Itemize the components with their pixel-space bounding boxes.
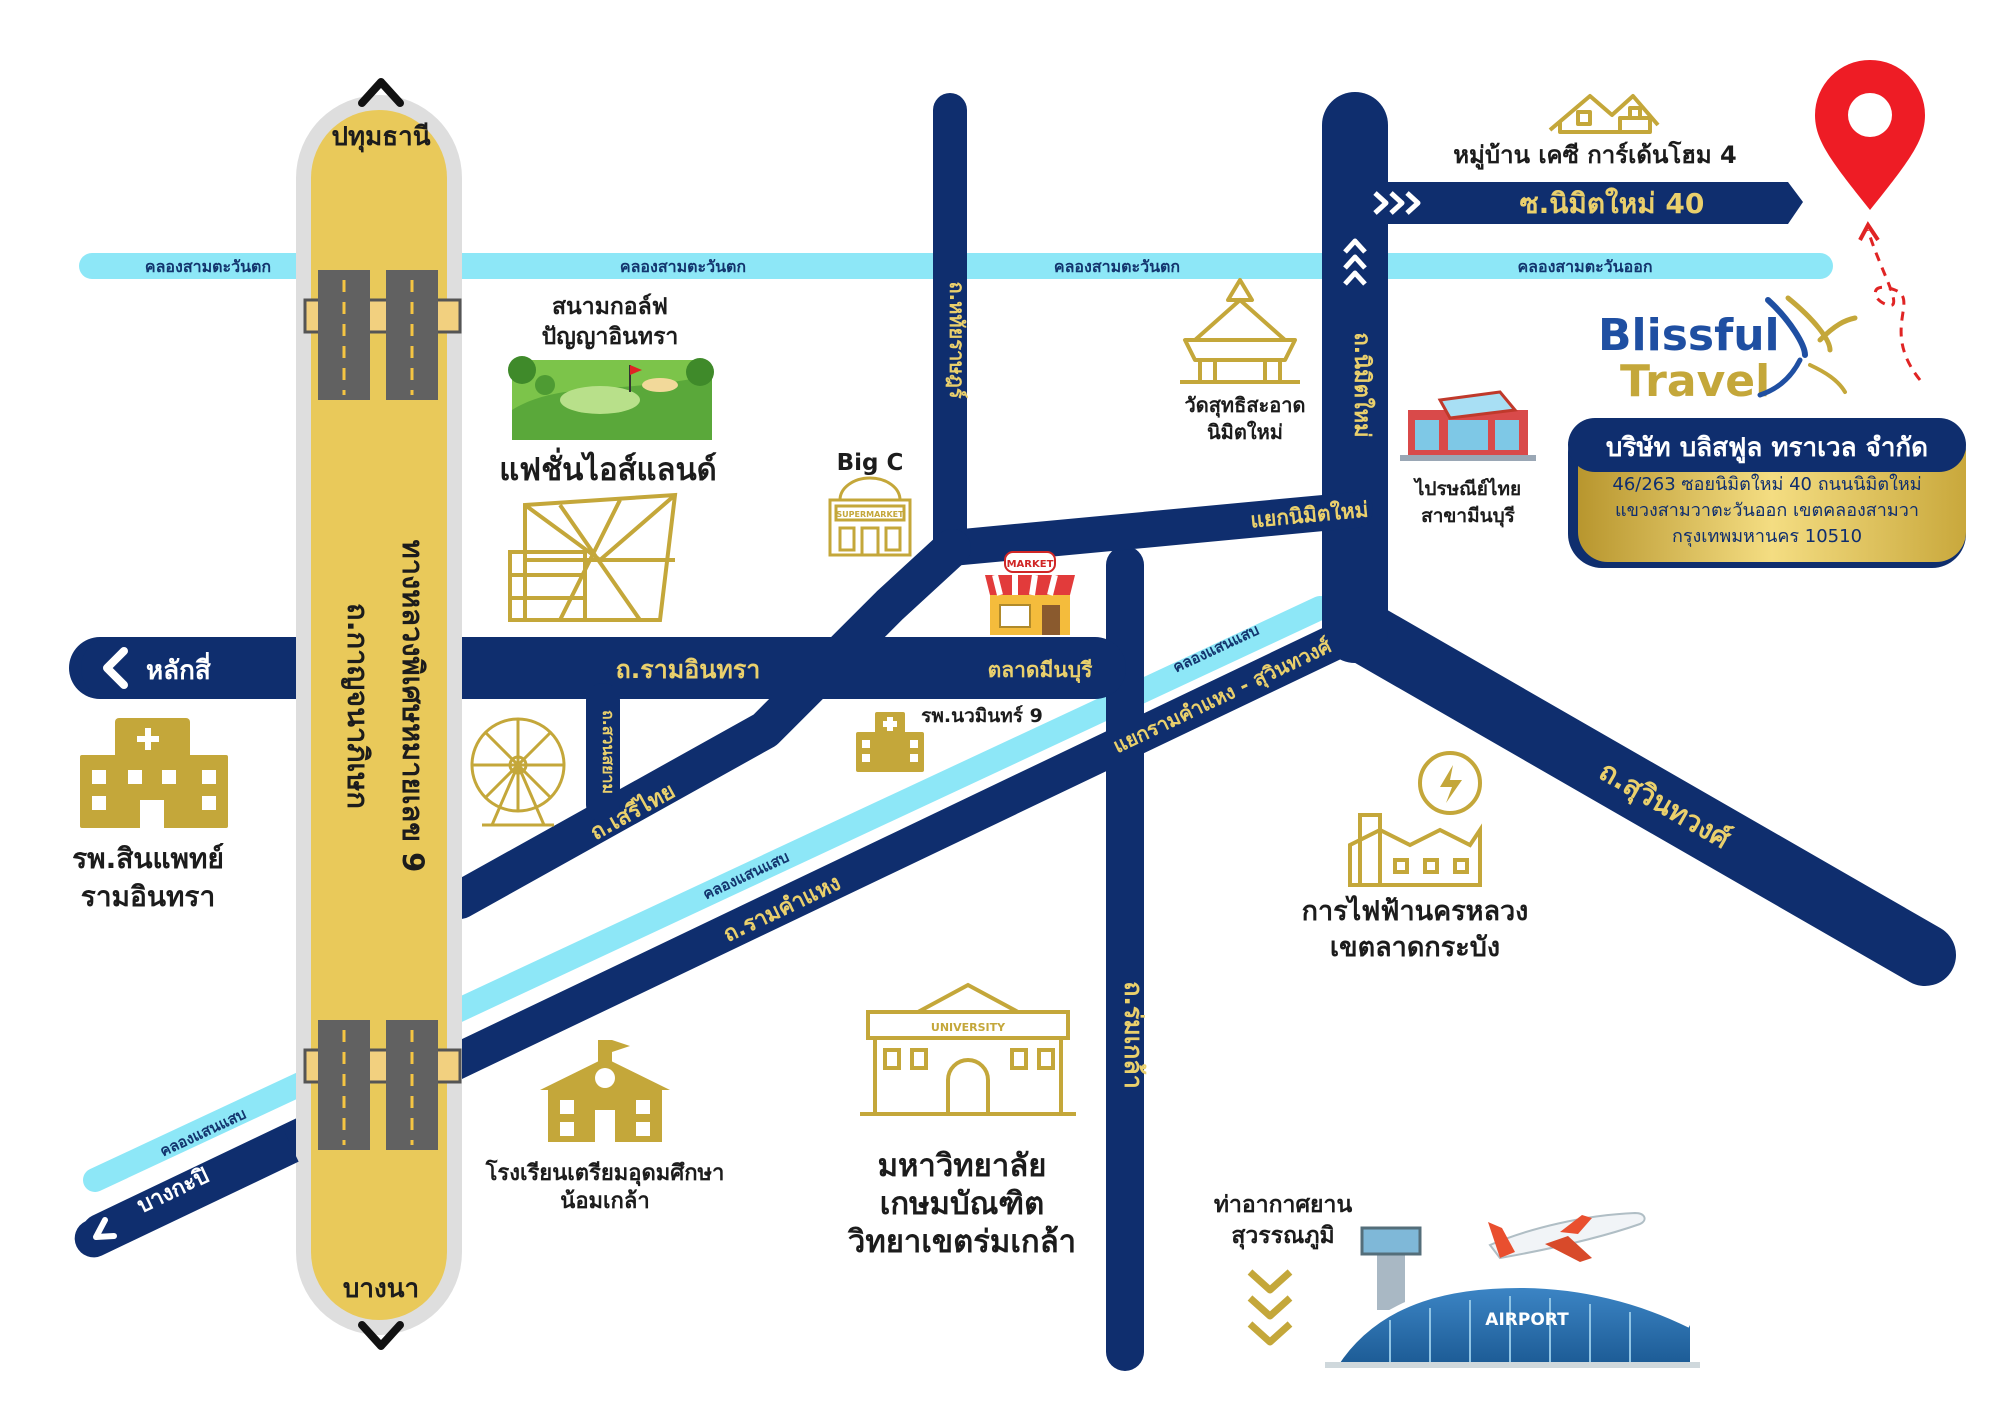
label-post-1: ไปรษณีย์ไทย: [1413, 477, 1521, 500]
label-hathairat: ถ.หทัยราษฎร์: [945, 281, 969, 398]
label-uni-2: เกษมบัณฑิต: [880, 1186, 1045, 1222]
company-address-3: กรุงเทพมหานคร 10510: [1672, 526, 1862, 547]
label-uni-1: มหาวิทยาลัย: [878, 1148, 1047, 1184]
road-nimit-junction: [934, 492, 1373, 566]
bird-icon: [1757, 295, 1858, 398]
flyover-bottom: [303, 1020, 462, 1150]
label-ram-inthra: ถ.รามอินทรา: [616, 655, 761, 684]
house-icon: [1548, 94, 1660, 134]
label-fashion-island: แฟชั่นไอส์แลนด์: [499, 447, 717, 488]
hospital-icon: [80, 718, 228, 828]
university-icon: [860, 982, 1076, 1116]
chevron-down-icon: [358, 1321, 404, 1350]
label-uni-3: วิทยาเขตร่มเกล้า: [847, 1224, 1076, 1260]
label-school-2: น้อมเกล้า: [560, 1189, 649, 1214]
chevrons-right-icon: [1373, 191, 1421, 215]
label-big-c: Big C: [837, 450, 904, 476]
label-sinpat-2: รามอินทรา: [81, 880, 215, 913]
label-kanchanaphisek: ถ.กาญจนาภิเษก: [340, 603, 375, 809]
label-sinpat-1: รพ.สินแพทย์: [72, 842, 224, 875]
school-icon: [540, 1040, 670, 1142]
label-minburi-market: ตลาดมีนบุรี: [988, 658, 1093, 684]
hospital-small-icon: [856, 712, 924, 772]
market-icon: [985, 551, 1075, 635]
label-bang-na: บางนา: [343, 1274, 419, 1304]
logo-travel: Travel: [1620, 356, 1770, 407]
label-mea-2: เขตลาดกระบัง: [1330, 932, 1500, 963]
label-nimit-mai-road: ถ.นิมิตใหม่: [1349, 332, 1376, 437]
location-pin-icon: [1815, 60, 1925, 210]
label-nawamin-hospital: รพ.นวมินทร์ 9: [921, 705, 1043, 727]
power-plant-icon: [1348, 751, 1482, 887]
airport-terminal-icon: [1325, 1226, 1700, 1368]
market-sign: MARKET: [1007, 559, 1054, 570]
label-pathum-thani: ปทุมธานี: [331, 122, 430, 153]
company-name: บริษัท บลิสฟูล ทราเวล จำกัด: [1606, 433, 1928, 464]
golf-course-icon: [508, 356, 714, 440]
chevrons-up-icon: [1343, 238, 1367, 286]
road-lak-si-cap: [81, 637, 330, 699]
road-suwinthawong: [1329, 599, 1956, 986]
label-golf-1: สนามกอล์ฟ: [552, 293, 668, 320]
label-canal-samwa-west-2: คลองสามตะวันตก: [620, 257, 746, 276]
label-canal-samwa-west-3: คลองสามตะวันตก: [1054, 257, 1180, 276]
logo-blissful: Blissful: [1598, 310, 1780, 361]
label-romklao: ถ.ร่มเกล้า: [1119, 981, 1148, 1089]
label-soi-nimit-40: ซ.นิมิตใหม่ 40: [1520, 187, 1705, 220]
label-post-2: สาขามีนบุรี: [1421, 505, 1515, 528]
label-village: หมู่บ้าน เคซี การ์เด้นโฮม 4: [1453, 140, 1737, 170]
label-airport-2: สุวรรณภูมิ: [1231, 1223, 1334, 1250]
expressway-body: [311, 110, 447, 1320]
label-lak-si: หลักสี่: [146, 651, 211, 686]
chevron-left-icon: [93, 1217, 117, 1240]
route-dashed-arrow-icon: [1858, 221, 1922, 381]
label-canal-samwa-west-1: คลองสามตะวันตก: [145, 257, 271, 276]
airport-sign: AIRPORT: [1485, 1310, 1569, 1330]
label-golf-2: ปัญญาอินทรา: [542, 324, 679, 350]
bang-kapi-sign: [74, 1127, 299, 1258]
label-temple-2: นิมิตใหม่: [1207, 420, 1283, 444]
label-suan-siam: ถ.สวนสยาม: [599, 710, 618, 794]
post-office-icon: [1400, 390, 1536, 461]
flyover-top: [303, 270, 462, 400]
company-address-2: แขวงสามวาตะวันออก เขตคลองสามวา: [1615, 500, 1919, 521]
supermarket-icon: [828, 476, 912, 557]
chevron-left-icon: [103, 647, 128, 689]
university-sign: UNIVERSITY: [931, 1021, 1006, 1034]
road-soi-nimit-40: [1355, 182, 1803, 224]
label-temple-1: วัดสุทธิสะอาด: [1185, 393, 1306, 418]
blissful-travel-logo: Blissful Travel: [1598, 295, 1858, 407]
shopping-mall-icon: [508, 492, 678, 622]
label-mea-1: การไฟฟ้านครหลวง: [1302, 895, 1529, 927]
temple-icon: [1180, 278, 1300, 384]
chevrons-down-icon: [1247, 1269, 1293, 1346]
chevron-up-icon: [358, 78, 404, 107]
company-info-box: บริษัท บลิสฟูล ทราเวล จำกัด 46/263 ซอยนิ…: [1568, 418, 1966, 568]
airplane-icon: [1488, 1211, 1646, 1262]
ferris-wheel-icon: [470, 717, 566, 827]
supermarket-sign: SUPERMARKET: [836, 510, 904, 519]
label-school-1: โรงเรียนเตรียมอุดมศึกษา: [485, 1159, 725, 1187]
label-motorway-9: ทางหลวงพิเศษหมายเลข 9: [396, 540, 430, 873]
company-address-1: 46/263 ซอยนิมิตใหม่ 40 ถนนนิมิตใหม่: [1612, 473, 1921, 495]
label-airport-1: ท่าอากาศยาน: [1214, 1192, 1353, 1218]
label-canal-samwa-east: คลองสามตะวันออก: [1517, 257, 1652, 276]
